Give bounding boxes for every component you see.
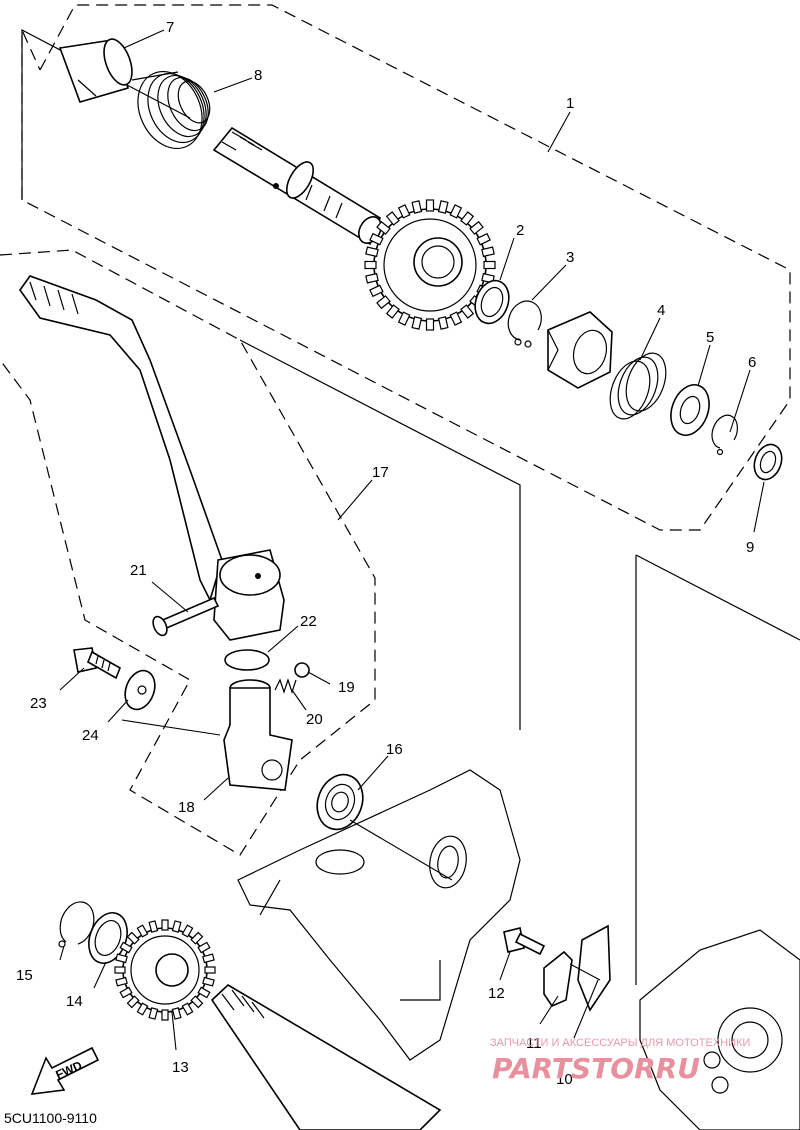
frame-line-right-top (635, 554, 800, 641)
kick-gear (364, 199, 496, 331)
callout-10: 10 (556, 1071, 573, 1088)
part-3-circlip (507, 300, 542, 348)
watermark-tagline: ЗАПЧАСТИ И АКСЕССУАРЫ ДЛЯ МОТОТЕХНИКИ (490, 1037, 750, 1049)
ratchet (547, 311, 613, 389)
leader-lines (59, 29, 765, 1051)
part-13-idler-gear (114, 919, 216, 1021)
crankcase-cover (639, 929, 800, 1130)
part-18-boss (223, 679, 293, 791)
callout-2: 2 (516, 222, 524, 239)
frame-line-middle (239, 339, 521, 730)
part-21-screw (152, 596, 220, 637)
fwd-arrow-icon: FWD (30, 1046, 100, 1095)
part-19-ball (294, 662, 310, 678)
part-24-washer (124, 669, 156, 711)
callout-23: 23 (30, 695, 47, 712)
callout-9: 9 (746, 539, 754, 556)
callout-7: 7 (166, 19, 174, 36)
callout-13: 13 (172, 1059, 189, 1076)
part-2-washer (474, 279, 510, 325)
callout-4: 4 (657, 302, 665, 319)
part-8-torsion-spring (131, 70, 211, 150)
callout-19: 19 (338, 679, 355, 696)
callout-21: 21 (130, 562, 147, 579)
part-6-circlip (711, 414, 739, 456)
callout-18: 18 (178, 799, 195, 816)
callout-1: 1 (566, 95, 574, 112)
lower-shaft (210, 984, 442, 1130)
callout-24: 24 (82, 727, 99, 744)
callout-6: 6 (748, 354, 756, 371)
callout-5: 5 (706, 329, 714, 346)
callout-3: 3 (566, 249, 574, 266)
callout-15: 15 (16, 967, 33, 984)
part-11-plate (543, 950, 573, 1007)
part-22-o-ring (224, 649, 270, 671)
part-12-bolt (503, 927, 546, 956)
engine-case (237, 769, 521, 1061)
part-20-spring (274, 678, 297, 694)
assembly-17-boundary (0, 249, 376, 856)
part-9-washer (753, 443, 783, 481)
frame-line-left (21, 29, 191, 200)
callout-17: 17 (372, 464, 389, 481)
fwd-label: FWD (53, 1058, 84, 1082)
callout-16: 16 (386, 741, 403, 758)
part-7-sleeve (58, 38, 133, 103)
callout-14: 14 (66, 993, 83, 1010)
diagram-code: 5CU1100-9110 (4, 1110, 97, 1126)
part-5-washer (670, 384, 710, 436)
callout-labels: 1 2 3 4 5 6 7 8 9 10 11 12 13 14 15 16 1… (16, 19, 756, 1088)
part-4-spring (609, 352, 667, 420)
callout-22: 22 (300, 613, 317, 630)
callout-8: 8 (254, 67, 262, 84)
callout-11: 11 (526, 1035, 542, 1052)
kick-lever (19, 275, 285, 641)
callout-12: 12 (488, 985, 505, 1002)
watermark: ЗАПЧАСТИ И АКСЕССУАРЫ ДЛЯ МОТОТЕХНИКИ PA… (490, 1037, 750, 1085)
watermark-logo: PARTSTORRU (492, 1052, 700, 1085)
kick-shaft (212, 126, 382, 246)
callout-20: 20 (306, 711, 323, 728)
part-10-guide (577, 924, 611, 1012)
part-23-bolt (73, 647, 122, 680)
part-16-oil-seal (316, 773, 364, 831)
